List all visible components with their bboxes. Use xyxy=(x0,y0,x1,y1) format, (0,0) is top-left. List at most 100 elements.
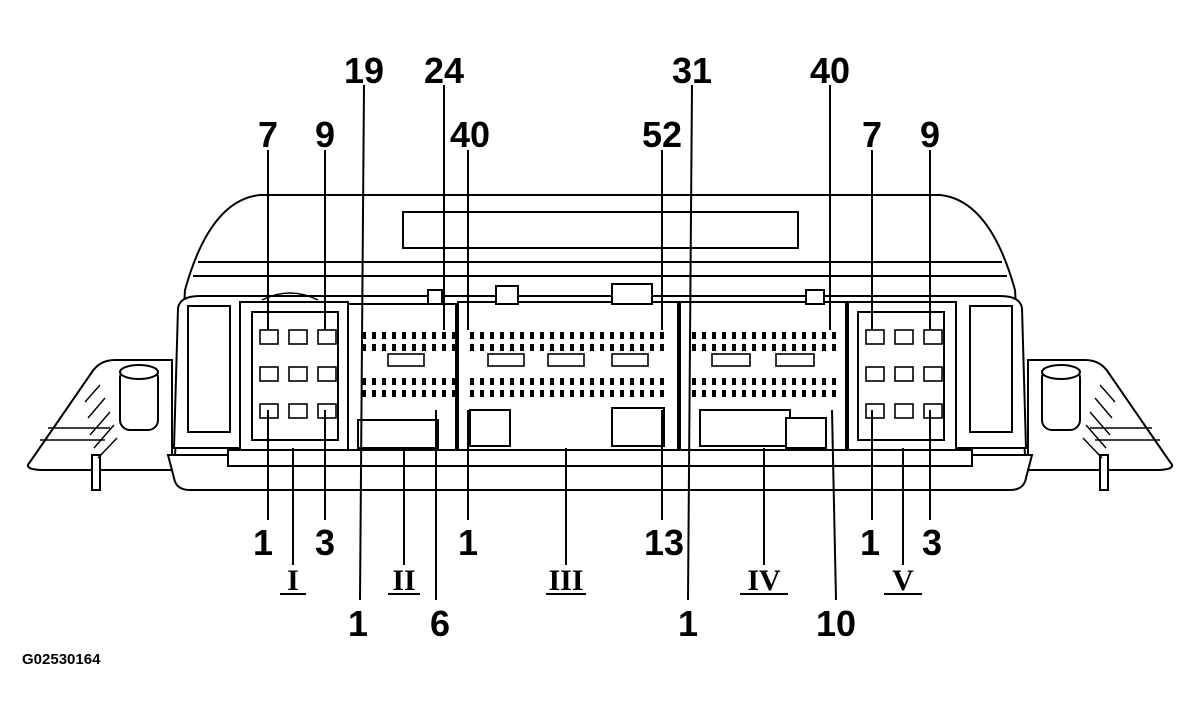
conn-II-pin xyxy=(412,332,416,339)
conn-II-pin xyxy=(372,332,376,339)
conn-III-pin xyxy=(500,332,504,339)
conn-III-pin xyxy=(600,344,604,351)
conn-III-pin xyxy=(560,344,564,351)
conn-IV-pin xyxy=(832,344,836,351)
conn-IV-pin xyxy=(752,390,756,397)
conn-IV-pin xyxy=(762,344,766,351)
latch-window xyxy=(611,353,649,367)
conn-II-pin xyxy=(382,332,386,339)
conn-II-pin xyxy=(432,378,436,385)
conn-IV-pin xyxy=(702,390,706,397)
conn-II-pin xyxy=(442,390,446,397)
conn-IV-pin xyxy=(722,344,726,351)
conn-II-pin xyxy=(452,390,456,397)
conn-IV-pin xyxy=(742,378,746,385)
conn-IV-pin xyxy=(692,344,696,351)
conn-III-pin xyxy=(480,378,484,385)
conn-IV-pin xyxy=(732,344,736,351)
pin-labels: 7 9 1 3 I 19 24 1 6 II 40 52 1 13 III 31… xyxy=(253,50,942,644)
conn-III-pin xyxy=(660,378,664,385)
conn-I-pin xyxy=(317,403,337,419)
conn-III-pin xyxy=(620,378,624,385)
conn-IV-pin xyxy=(812,332,816,339)
conn-III-pin xyxy=(490,332,494,339)
conn-III-pin xyxy=(490,378,494,385)
conn-III-pin-bottom-last: 13 xyxy=(644,522,684,563)
conn-II-pin xyxy=(372,390,376,397)
conn-I-pin xyxy=(288,366,308,382)
conn-II-pin-bottom-first: 1 xyxy=(348,603,368,644)
conn-II-pin-top-last: 24 xyxy=(424,50,464,91)
conn-II-pin xyxy=(412,344,416,351)
conn-III-pin xyxy=(470,332,474,339)
conn-II-pin xyxy=(432,332,436,339)
conn-III-pin xyxy=(490,344,494,351)
conn-I-pin xyxy=(259,366,279,382)
conn-II-pin xyxy=(392,344,396,351)
conn-II-pin-top-first: 19 xyxy=(344,50,384,91)
conn-IV-pin xyxy=(802,390,806,397)
conn-III-pin xyxy=(560,378,564,385)
conn-III-pin xyxy=(580,390,584,397)
conn-IV-pin xyxy=(792,332,796,339)
left-shroud-rib xyxy=(187,305,231,433)
conn-II-pin xyxy=(382,344,386,351)
conn-IV-pin-top-last: 40 xyxy=(810,50,850,91)
conn-IV-pin xyxy=(702,378,706,385)
conn-IV-pin xyxy=(712,378,716,385)
right-shroud-rib xyxy=(969,305,1013,433)
conn-II-pin xyxy=(402,378,406,385)
conn-III-pin xyxy=(590,378,594,385)
conn-III-pin xyxy=(580,344,584,351)
conn-IV-pin xyxy=(822,390,826,397)
conn-V-pin-top-last: 9 xyxy=(920,114,940,155)
conn-III-pin xyxy=(580,378,584,385)
conn-III-pin xyxy=(470,344,474,351)
conn-III-pin xyxy=(600,390,604,397)
conn-IV-pin xyxy=(752,378,756,385)
conn-II-pin xyxy=(402,344,406,351)
conn-III-pin xyxy=(660,332,664,339)
conn-II-pin xyxy=(382,390,386,397)
conn-III-pin xyxy=(530,344,534,351)
conn-III-pin-bottom-first: 1 xyxy=(458,522,478,563)
conn-IV-pin xyxy=(772,344,776,351)
conn-II-pin-bottom-last: 6 xyxy=(430,603,450,644)
conn-IV-pin xyxy=(802,332,806,339)
conn-II-pin xyxy=(422,390,426,397)
conn-V-pin-top-first: 7 xyxy=(862,114,882,155)
pin-grid-layer xyxy=(259,329,943,419)
conn-IV-pin xyxy=(752,344,756,351)
conn-II-pin xyxy=(362,378,366,385)
conn-IV-pin xyxy=(832,390,836,397)
conn-V-pin xyxy=(923,366,943,382)
conn-III-pin-top-last: 52 xyxy=(642,114,682,155)
conn-III-pin xyxy=(590,344,594,351)
conn-II-pin xyxy=(422,378,426,385)
conn-IV-pin-bottom-first: 1 xyxy=(678,603,698,644)
conn-III-pin xyxy=(610,344,614,351)
conn-III-pin xyxy=(620,390,624,397)
conn-III-pin xyxy=(630,390,634,397)
conn-II-pin xyxy=(452,378,456,385)
conn-IV-pin xyxy=(782,344,786,351)
conn-IV-pin xyxy=(822,332,826,339)
conn-III-pin xyxy=(570,390,574,397)
conn-IV-pin xyxy=(722,332,726,339)
conn-III-pin xyxy=(540,390,544,397)
conn-II-pin xyxy=(412,390,416,397)
conn-IV-pin xyxy=(712,344,716,351)
conn-II-pin xyxy=(392,390,396,397)
conn-V-pin xyxy=(865,366,885,382)
conn-III-pin xyxy=(510,378,514,385)
latch-window xyxy=(547,353,585,367)
conn-III-pin xyxy=(500,344,504,351)
conn-III-pin xyxy=(540,378,544,385)
conn-III-pin xyxy=(470,378,474,385)
conn-III-pin xyxy=(560,332,564,339)
conn-IV-pin xyxy=(802,378,806,385)
conn-IV-pin xyxy=(752,332,756,339)
conn-IV-pin xyxy=(812,344,816,351)
conn-I-pin xyxy=(317,329,337,345)
